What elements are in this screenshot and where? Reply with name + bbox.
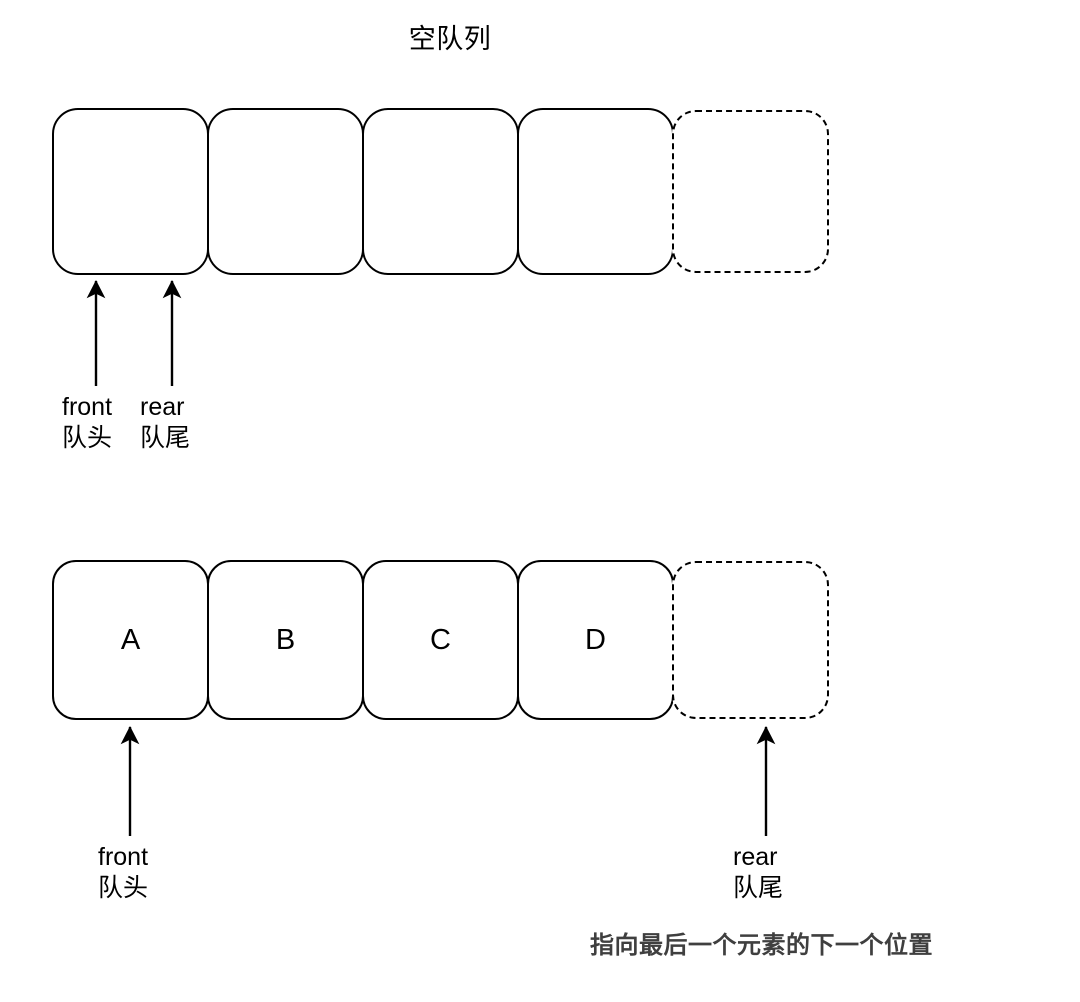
rear-pointer-label-zh: 队尾 [733, 874, 784, 902]
rear-pointer-label-empty: rear 队尾 [140, 392, 190, 454]
rear-pointer-label-filled: rear 队尾 [733, 842, 783, 904]
queue-cell-value: B [275, 623, 296, 656]
front-pointer-label-en: front [62, 393, 113, 421]
queue-row-empty [52, 108, 829, 275]
rear-pointer-label-zh: 队尾 [140, 424, 191, 452]
queue-cell: C [362, 560, 519, 720]
queue-cell-value: D [585, 623, 606, 656]
front-pointer-label-filled: front 队头 [98, 842, 148, 904]
queue-row-filled: A B C D [52, 560, 829, 720]
queue-cell: B [207, 560, 364, 720]
front-pointer-label-en: front [98, 843, 149, 871]
queue-cell [52, 108, 209, 275]
queue-cell-value: A [120, 623, 141, 656]
queue-cell-placeholder [672, 110, 829, 273]
queue-cell [362, 108, 519, 275]
queue-cell: A [52, 560, 209, 720]
rear-pointer-label-en: rear [733, 843, 778, 871]
queue-cell [207, 108, 364, 275]
queue-cell-placeholder [672, 561, 829, 719]
queue-cell-value: C [430, 623, 451, 656]
diagram-caption: 指向最后一个元素的下一个位置 [590, 932, 933, 959]
diagram-title: 空队列 [408, 24, 492, 54]
front-pointer-label-zh: 队头 [98, 874, 149, 902]
front-pointer-label-empty: front 队头 [62, 392, 112, 454]
queue-cell: D [517, 560, 674, 720]
queue-cell [517, 108, 674, 275]
front-pointer-label-zh: 队头 [62, 424, 113, 452]
rear-pointer-label-en: rear [140, 393, 185, 421]
